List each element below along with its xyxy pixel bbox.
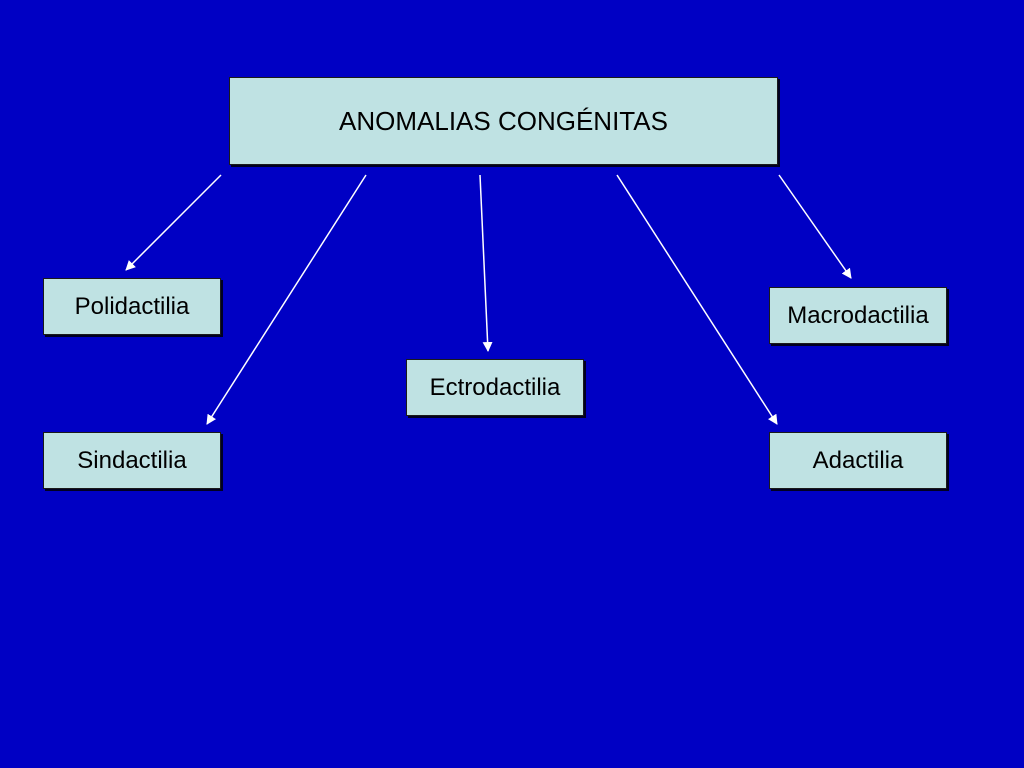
arrow-to-adactilia <box>616 174 778 425</box>
node-sindactilia: Sindactilia <box>43 432 221 489</box>
node-label: Polidactilia <box>74 292 190 320</box>
arrow-to-ectrodactilia <box>479 174 493 352</box>
node-macrodactilia: Macrodactilia <box>769 287 947 344</box>
node-label: Adactilia <box>812 446 904 474</box>
arrow-to-macrodactilia <box>778 174 852 279</box>
node-label: Sindactilia <box>77 446 187 474</box>
node-ectrodactilia: Ectrodactilia <box>406 359 584 416</box>
arrow-to-polidactilia <box>125 174 222 271</box>
node-polidactilia: Polidactilia <box>43 278 221 335</box>
root-node: ANOMALIAS CONGÉNITAS <box>229 77 778 165</box>
node-label: Macrodactilia <box>787 301 929 329</box>
node-adactilia: Adactilia <box>769 432 947 489</box>
root-node-label: ANOMALIAS CONGÉNITAS <box>339 105 668 136</box>
arrow-to-sindactilia <box>206 174 367 425</box>
node-label: Ectrodactilia <box>429 373 561 401</box>
